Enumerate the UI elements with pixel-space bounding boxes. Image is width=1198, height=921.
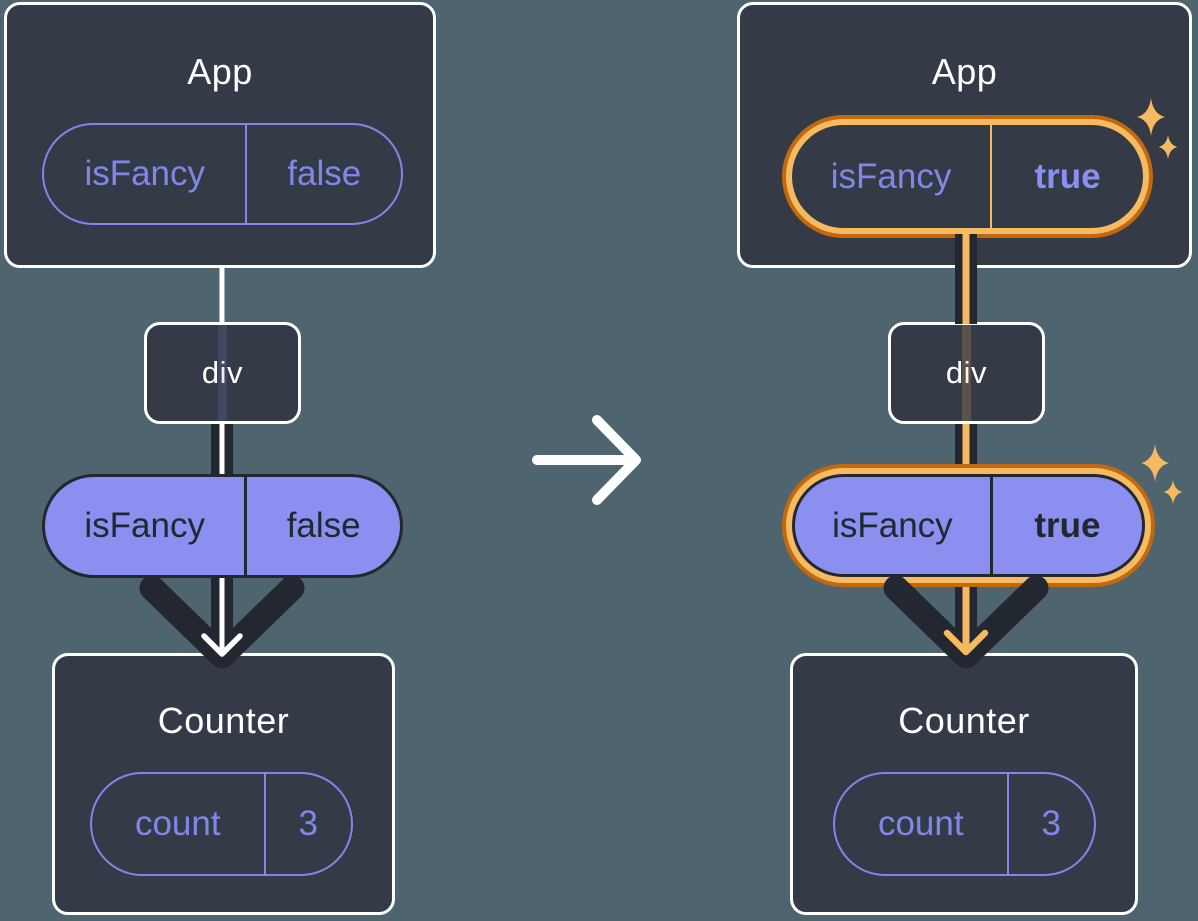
div-element-card-after: div <box>888 322 1045 424</box>
prop-value-cell: false <box>286 506 361 545</box>
prop-value-cell: true <box>1034 505 1101 545</box>
thin-arrowhead-right <box>943 629 989 656</box>
state-name-cell: count <box>92 774 266 874</box>
app-prop-pill-before: isFancy false <box>42 123 403 225</box>
div-element-card-before: div <box>144 322 301 424</box>
highlight-ring-app-prop: isFancy true <box>782 115 1153 238</box>
passed-prop-pill-before: isFancy false <box>42 474 403 578</box>
state-name-cell: count <box>835 774 1009 874</box>
counter-state-pill-before: count 3 <box>90 772 353 876</box>
prop-value-cell: false <box>287 154 362 193</box>
prop-name-cell: isFancy <box>795 477 993 574</box>
component-title: App <box>187 51 253 92</box>
state-value-cell: 3 <box>1041 804 1061 843</box>
highlight-ring-inner: isFancy true <box>786 468 1151 583</box>
highlight-ring-passed-prop: isFancy true <box>782 464 1155 587</box>
component-title: Counter <box>898 700 1030 741</box>
highlight-ring-inner: isFancy true <box>786 119 1149 234</box>
thin-arrowhead-left <box>201 633 243 657</box>
prop-value-cell: true <box>1034 156 1101 196</box>
app-prop-pill-after: isFancy true <box>792 125 1143 228</box>
counter-state-pill-after: count 3 <box>833 772 1096 876</box>
passed-prop-pill-after: isFancy true <box>792 474 1145 577</box>
prop-name-cell: isFancy <box>44 125 248 223</box>
app-to-div-line-left <box>219 265 225 325</box>
component-title: Counter <box>157 700 290 741</box>
sparkle-icon <box>1141 444 1169 482</box>
element-title: div <box>945 355 988 390</box>
big-arrowhead-right <box>883 575 1049 669</box>
pass-through-stripe <box>218 325 227 421</box>
sparkle-icon <box>1163 480 1183 504</box>
big-arrowhead-left <box>139 575 305 669</box>
component-title: App <box>931 51 998 92</box>
arrow-right-icon <box>532 415 641 505</box>
state-value-cell: 3 <box>298 804 318 843</box>
pass-through-stripe <box>962 325 971 421</box>
prop-name-cell: isFancy <box>45 477 248 575</box>
element-title: div <box>201 355 244 390</box>
prop-name-cell: isFancy <box>792 125 993 228</box>
